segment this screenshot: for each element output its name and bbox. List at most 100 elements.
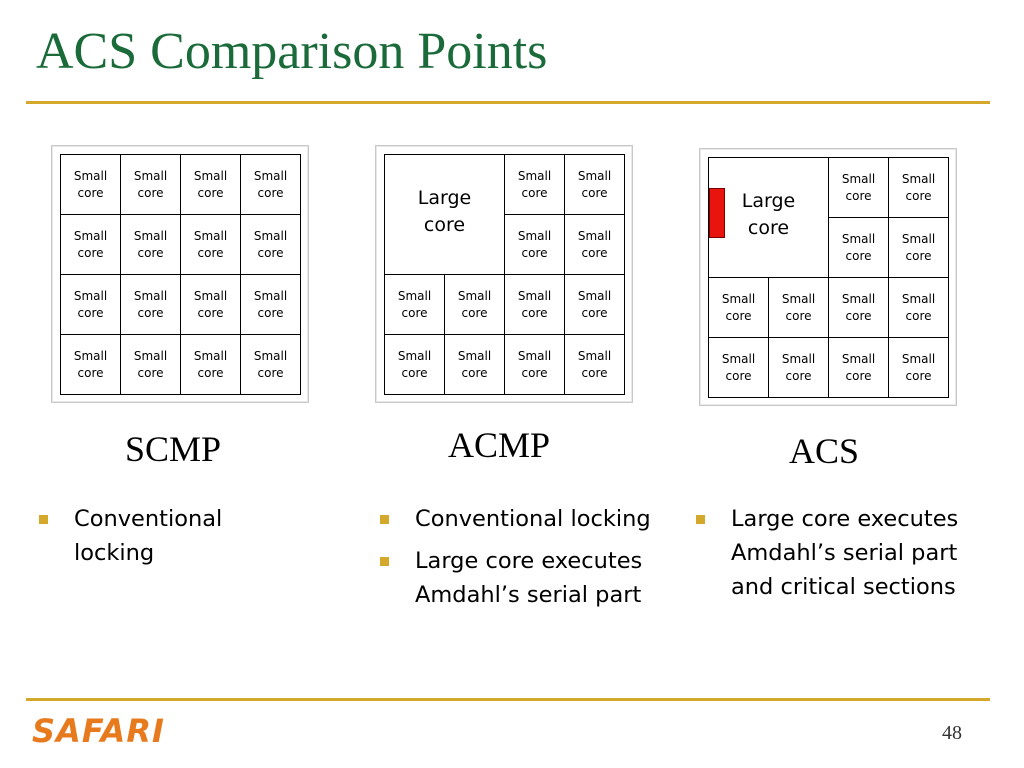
small-core-label: Small core — [515, 288, 555, 322]
small-core: Small core — [889, 218, 949, 278]
core-label-line: Small — [781, 291, 816, 306]
core-label-line: core — [77, 185, 104, 200]
scmp-label: SCMP — [125, 429, 222, 469]
core-label-line: core — [521, 305, 548, 320]
core-label-line: core — [77, 305, 104, 320]
small-core-label: Small core — [839, 171, 879, 205]
core-label-line: core — [423, 214, 466, 236]
core-label-line: core — [845, 368, 872, 383]
acs-label: ACS — [789, 431, 860, 471]
small-core: Small core — [889, 338, 949, 398]
core-label-line: core — [581, 365, 608, 380]
core-label-line: Small — [73, 288, 108, 303]
bullet-text: Large core executes Amdahl’s serial part — [415, 548, 643, 608]
core-label-line: Small — [841, 171, 876, 186]
core-label-line: Small — [253, 348, 288, 363]
bullet-text: Large core executes Amdahl’s serial part… — [731, 506, 959, 600]
core-label-line: core — [747, 217, 790, 239]
bullet-item: Conventional locking — [380, 502, 680, 536]
small-core-label: Small core — [899, 351, 939, 385]
core-label-line: Large — [417, 187, 472, 209]
core-label-line: core — [77, 365, 104, 380]
small-core: Small core — [565, 275, 625, 335]
core-label-line: core — [905, 368, 932, 383]
core-label-line: core — [581, 245, 608, 260]
core-label-line: Small — [133, 288, 168, 303]
core-label-line: Small — [193, 348, 228, 363]
small-core: Small core — [61, 275, 121, 335]
page-number: 48 — [942, 722, 962, 744]
bullet-text: Conventional locking — [74, 506, 223, 566]
core-label-line: Small — [577, 288, 612, 303]
small-core-label: Small core — [191, 348, 231, 382]
core-label-line: Small — [517, 228, 552, 243]
core-label-line: Small — [517, 288, 552, 303]
core-label-line: core — [257, 365, 284, 380]
small-core-label: Small core — [899, 231, 939, 265]
core-label-line: Small — [457, 288, 492, 303]
core-label-line: Small — [901, 351, 936, 366]
core-label-line: Small — [901, 231, 936, 246]
small-core: Small core — [505, 215, 565, 275]
core-label-line: core — [197, 185, 224, 200]
core-label-line: core — [521, 365, 548, 380]
core-label-line: Small — [841, 351, 876, 366]
bullet-square-icon — [696, 515, 705, 524]
core-label-line: core — [197, 365, 224, 380]
small-core: Small core — [181, 155, 241, 215]
small-core: Small core — [829, 158, 889, 218]
core-label-line: core — [905, 248, 932, 263]
bullet-square-icon — [380, 557, 389, 566]
acmp-label: ACMP — [448, 425, 551, 465]
core-label-line: core — [581, 185, 608, 200]
core-label-line: Small — [517, 168, 552, 183]
core-label-line: core — [905, 188, 932, 203]
core-label-line: core — [845, 188, 872, 203]
core-label-line: Small — [901, 291, 936, 306]
core-label-line: Small — [193, 168, 228, 183]
scmp-bullets: Conventional locking — [39, 502, 274, 578]
core-label-line: core — [581, 305, 608, 320]
core-label-line: Small — [781, 351, 816, 366]
bullet-item: Conventional locking — [39, 502, 274, 570]
small-core: Small core — [181, 335, 241, 395]
core-label-line: core — [725, 368, 752, 383]
core-label-line: core — [521, 245, 548, 260]
